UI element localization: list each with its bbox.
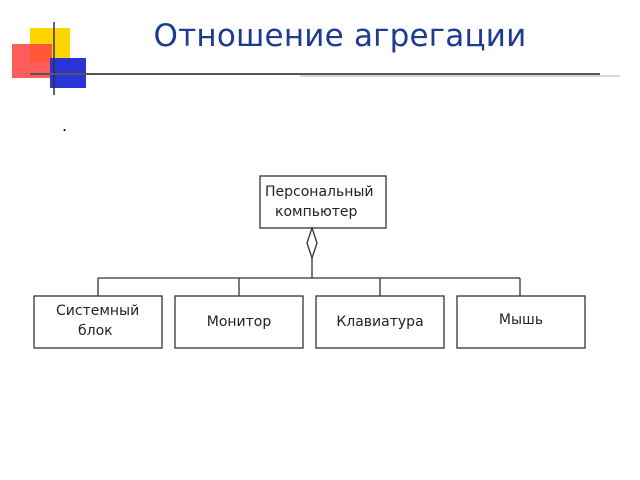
whole-node-label-line1: Персональный: [265, 184, 374, 200]
whole-node-label-line2: компьютер: [275, 204, 358, 220]
part-node-label-4: Мышь: [498, 312, 544, 328]
part-node-box-1: [33, 295, 163, 349]
decor-red-square: [12, 44, 52, 78]
part-node-label-2: Монитор: [206, 314, 272, 330]
bullet-text: .: [62, 116, 68, 135]
part-node-box-4: [456, 295, 586, 349]
part-node-label-1-line1: Системный: [56, 303, 140, 319]
aggregation-diamond: [306, 225, 318, 261]
whole-node-box: [259, 175, 387, 229]
part-node-label-3: Клавиатура: [336, 314, 424, 330]
part-node-label-1-line2: блок: [78, 323, 113, 339]
part-node-box-2: [174, 295, 304, 349]
slide-decoration: [12, 22, 620, 95]
slide-title: Отношение агрегации: [153, 18, 527, 54]
part-node-box-3: [315, 295, 445, 349]
